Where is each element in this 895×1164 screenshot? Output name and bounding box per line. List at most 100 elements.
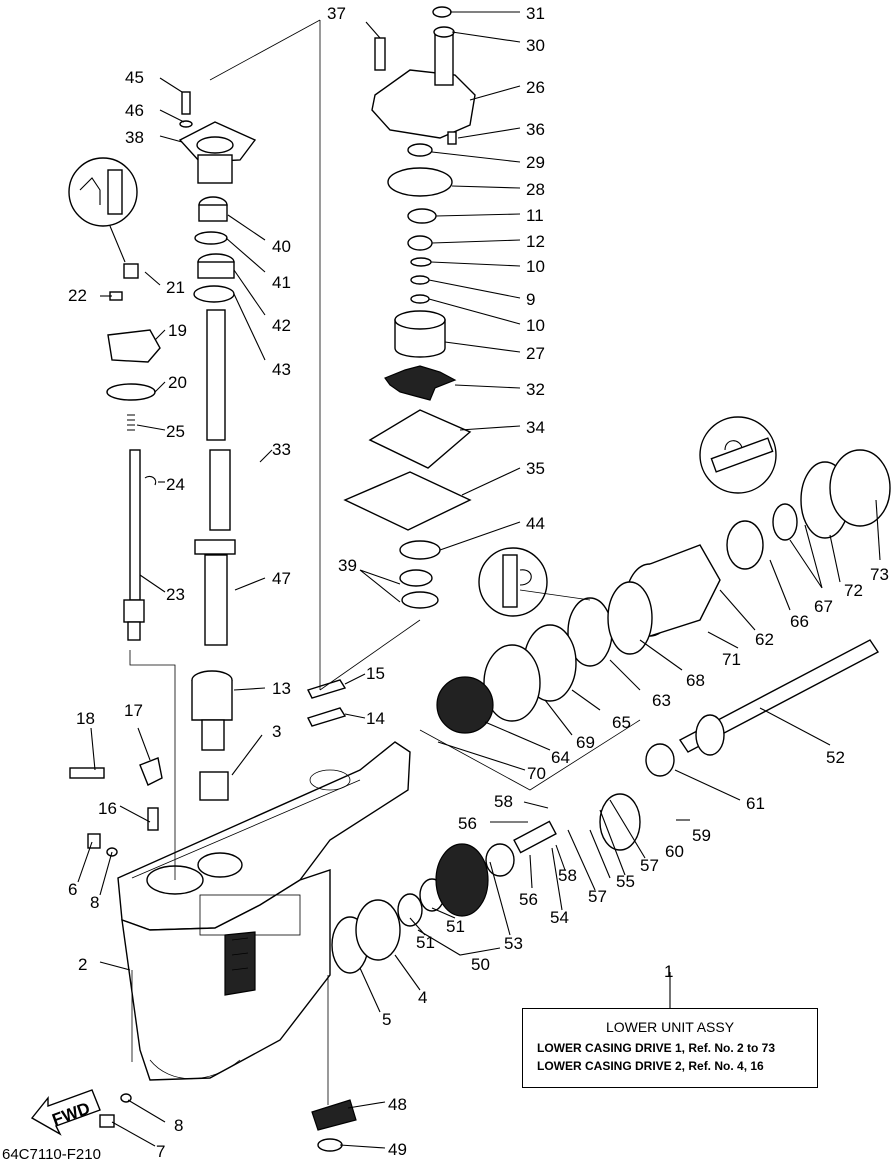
callout-33: 33 bbox=[272, 440, 291, 459]
callout-25: 25 bbox=[166, 422, 185, 441]
callout-8a: 8 bbox=[90, 893, 99, 912]
callout-52: 52 bbox=[826, 748, 845, 767]
callout-8b: 8 bbox=[174, 1116, 183, 1135]
propeller-shaft bbox=[599, 639, 880, 851]
callout-16: 16 bbox=[98, 799, 117, 818]
callout-61: 61 bbox=[746, 794, 765, 813]
callout-22: 22 bbox=[68, 286, 87, 305]
callout-24: 24 bbox=[166, 475, 185, 494]
callout-34: 34 bbox=[526, 418, 545, 437]
callout-48: 48 bbox=[388, 1095, 407, 1114]
callout-62: 62 bbox=[755, 630, 774, 649]
callout-59: 59 bbox=[692, 826, 711, 845]
callout-21: 21 bbox=[166, 278, 185, 297]
callout-68: 68 bbox=[686, 671, 705, 690]
callout-63: 63 bbox=[652, 691, 671, 710]
callout-67: 67 bbox=[814, 597, 833, 616]
detail-circle-2 bbox=[478, 547, 548, 617]
shift-parts bbox=[106, 263, 161, 486]
callout-71: 71 bbox=[722, 650, 741, 669]
callout-numbers: 31 30 37 26 45 46 36 38 29 28 11 40 12 1… bbox=[68, 4, 889, 1161]
callout-17: 17 bbox=[124, 701, 143, 720]
drive-shaft bbox=[194, 309, 236, 646]
callout-57a: 57 bbox=[640, 856, 659, 875]
detail-circle-1 bbox=[68, 157, 138, 263]
callout-36: 36 bbox=[526, 120, 545, 139]
callout-73: 73 bbox=[870, 565, 889, 584]
callout-19: 19 bbox=[168, 321, 187, 340]
callout-45: 45 bbox=[125, 68, 144, 87]
shift-rod bbox=[123, 449, 145, 641]
callout-5: 5 bbox=[382, 1010, 391, 1029]
callout-31: 31 bbox=[526, 4, 545, 23]
callout-40: 40 bbox=[272, 237, 291, 256]
assembly-info-box: LOWER UNIT ASSY LOWER CASING DRIVE 1, Re… bbox=[522, 1008, 818, 1088]
bearing-housing bbox=[191, 670, 347, 801]
callout-12: 12 bbox=[526, 232, 545, 251]
callout-66: 66 bbox=[790, 612, 809, 631]
callout-2: 2 bbox=[78, 955, 87, 974]
callout-35: 35 bbox=[526, 459, 545, 478]
callout-4: 4 bbox=[418, 988, 427, 1007]
callout-20: 20 bbox=[168, 373, 187, 392]
callout-14: 14 bbox=[366, 709, 385, 728]
callout-7: 7 bbox=[156, 1142, 165, 1161]
callout-60: 60 bbox=[665, 842, 684, 861]
callout-28: 28 bbox=[526, 180, 545, 199]
callout-43: 43 bbox=[272, 360, 291, 379]
callout-47: 47 bbox=[272, 569, 291, 588]
callout-11: 11 bbox=[526, 206, 544, 225]
callout-53: 53 bbox=[504, 934, 523, 953]
callout-10b: 10 bbox=[526, 316, 545, 335]
callout-56b: 56 bbox=[519, 890, 538, 909]
callout-56a: 56 bbox=[458, 814, 477, 833]
callout-10a: 10 bbox=[526, 257, 545, 276]
callout-54: 54 bbox=[550, 908, 569, 927]
callout-51b: 51 bbox=[446, 917, 465, 936]
reverse-gear-stack bbox=[436, 449, 891, 734]
callout-23: 23 bbox=[166, 585, 185, 604]
callout-30: 30 bbox=[526, 36, 545, 55]
callout-51a: 51 bbox=[416, 933, 435, 952]
callout-13: 13 bbox=[272, 679, 291, 698]
callout-57b: 57 bbox=[588, 887, 607, 906]
lower-casing bbox=[117, 741, 411, 1081]
leader-lines bbox=[77, 11, 881, 1149]
callout-26: 26 bbox=[526, 78, 545, 97]
callout-32: 32 bbox=[526, 380, 545, 399]
callout-44: 44 bbox=[526, 514, 545, 533]
callout-9: 9 bbox=[526, 290, 535, 309]
fwd-arrow: FWD bbox=[30, 1089, 101, 1136]
callout-6: 6 bbox=[68, 880, 77, 899]
callout-37: 37 bbox=[327, 4, 346, 23]
callout-39: 39 bbox=[338, 556, 357, 575]
callout-29: 29 bbox=[526, 153, 545, 172]
callout-27: 27 bbox=[526, 344, 545, 363]
assy-title: LOWER UNIT ASSY bbox=[605, 1019, 735, 1035]
callout-50: 50 bbox=[471, 955, 490, 974]
forward-gear-stack bbox=[311, 820, 557, 1152]
callout-58a: 58 bbox=[494, 792, 513, 811]
oil-seal-housing bbox=[178, 121, 257, 303]
callout-15: 15 bbox=[366, 664, 385, 683]
callout-65: 65 bbox=[612, 713, 631, 732]
callout-70: 70 bbox=[527, 764, 546, 783]
callout-58b: 58 bbox=[558, 866, 577, 885]
assy-line-1: LOWER CASING DRIVE 1, Ref. No. 2 to 73 bbox=[537, 1041, 776, 1055]
detail-circle-3 bbox=[699, 416, 777, 494]
water-pump-housing bbox=[343, 6, 476, 609]
callout-41: 41 bbox=[272, 273, 291, 292]
assy-line-2: LOWER CASING DRIVE 2, Ref. No. 4, 16 bbox=[537, 1059, 764, 1073]
callout-64: 64 bbox=[551, 748, 570, 767]
callout-18: 18 bbox=[76, 709, 95, 728]
callout-42: 42 bbox=[272, 316, 291, 335]
callout-3: 3 bbox=[272, 722, 281, 741]
callout-69: 69 bbox=[576, 733, 595, 752]
alignment-lines bbox=[129, 19, 641, 1105]
callout-46: 46 bbox=[125, 101, 144, 120]
callout-49: 49 bbox=[388, 1140, 407, 1159]
callout-72: 72 bbox=[844, 581, 863, 600]
diagram-code: 64C7110-F210 bbox=[2, 1146, 101, 1163]
callout-55: 55 bbox=[616, 872, 635, 891]
